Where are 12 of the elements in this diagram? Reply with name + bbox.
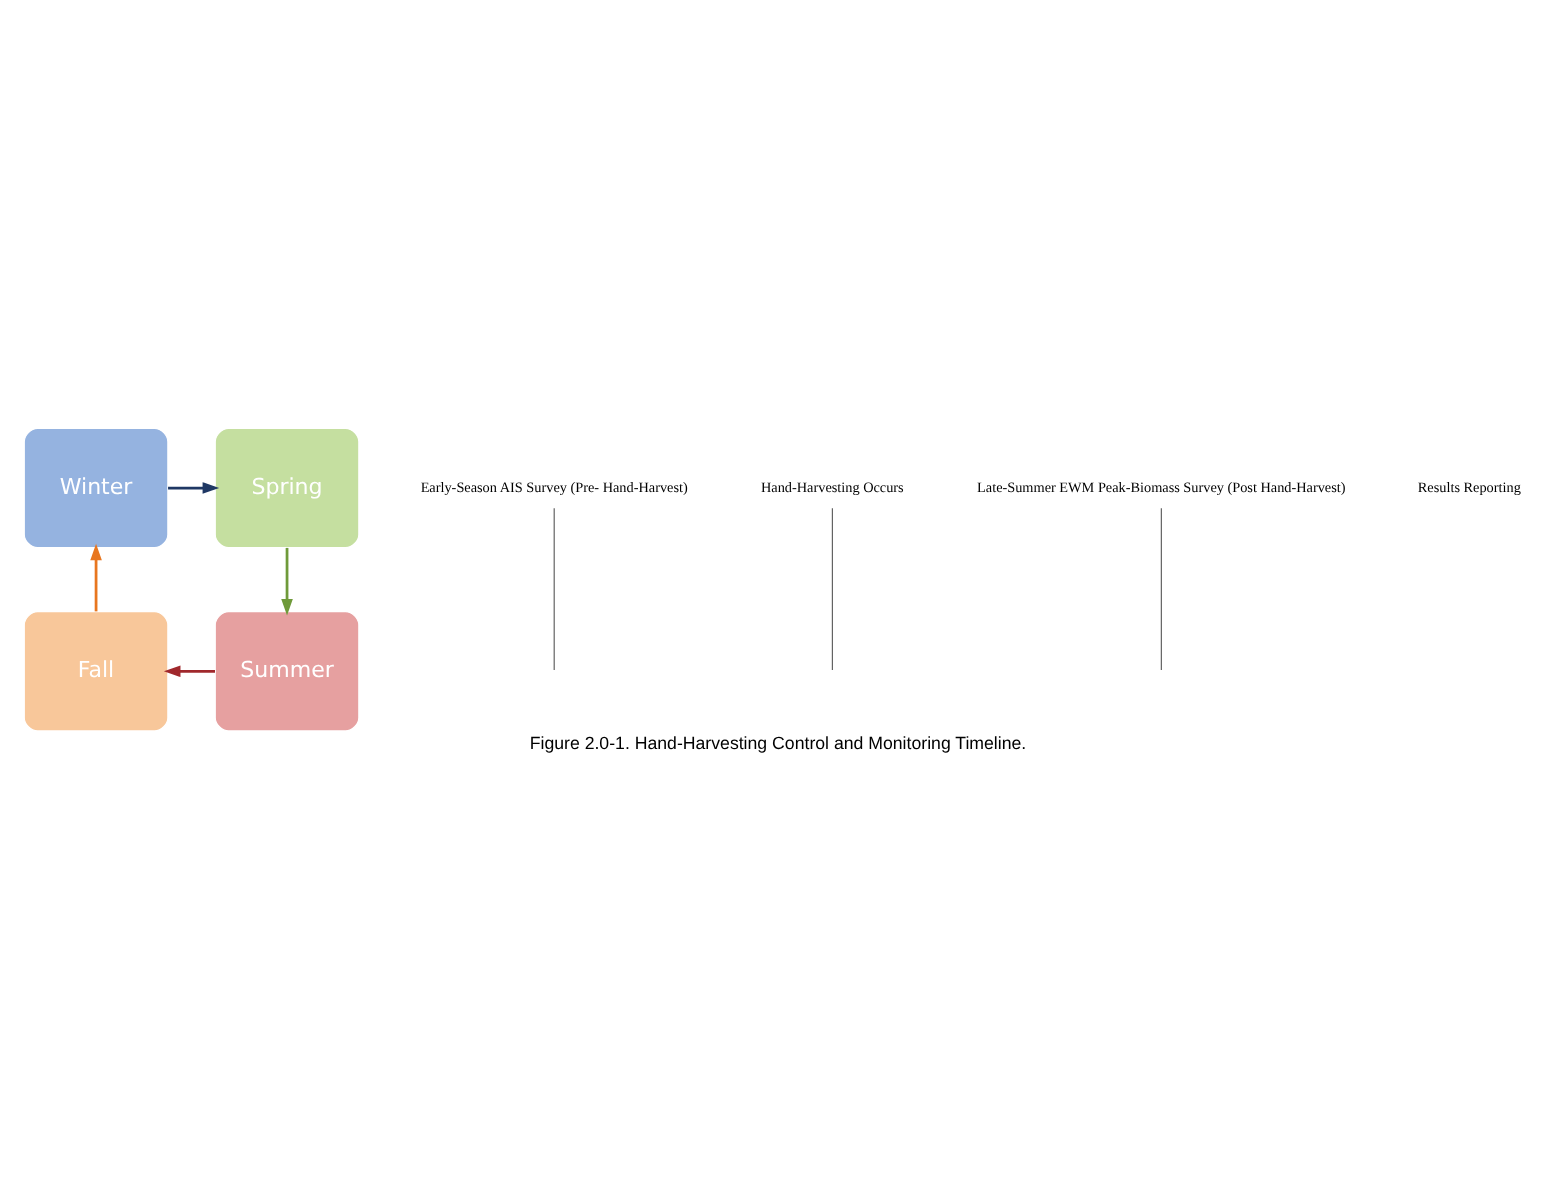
caption: Figure 2.0-1. Hand-Harvesting Control and Monitoring Timeline.	[529, 733, 1027, 754]
arrow	[163, 665, 215, 678]
node-box: Winter	[23, 427, 169, 549]
node-box: Fall	[23, 611, 169, 732]
connector	[1160, 507, 1162, 671]
arrow	[90, 543, 102, 612]
arrow	[281, 547, 293, 616]
node-box: Summer	[214, 611, 360, 732]
arrow	[168, 482, 220, 494]
connector	[831, 507, 833, 671]
node-box: Spring	[214, 427, 360, 549]
connector	[553, 507, 555, 671]
